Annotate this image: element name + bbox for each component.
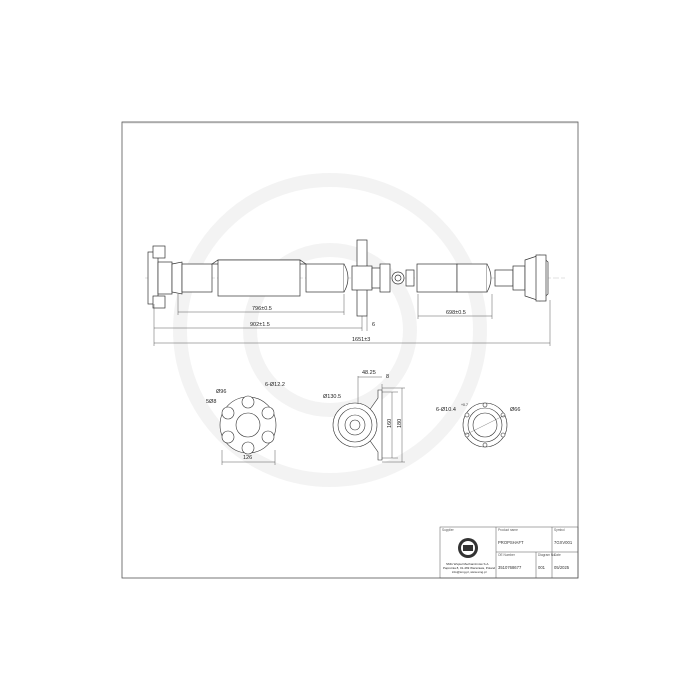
company-line-3: info@smg.pl, www.smg.pl — [452, 570, 487, 574]
date-label: Date — [554, 553, 561, 557]
company-line-1: SMG Wspiel Mechanizmów S.A. — [446, 562, 489, 566]
dim-front-pilot: 5Ø8 — [206, 399, 216, 405]
oe-label: OE Number — [498, 553, 516, 557]
product-name: PROPSHAFT — [498, 540, 524, 545]
watermark-gear — [173, 173, 487, 487]
propshaft-side-view — [145, 239, 565, 317]
front-flange-view — [219, 395, 277, 465]
diagram-label: Diagram No. — [538, 553, 556, 557]
dim-front-tube: 796±0.5 — [252, 306, 272, 312]
dim-front-section: 902±1.5 — [250, 322, 270, 328]
supplier-label: Supplier — [442, 528, 455, 532]
dim-rear-tolerance: +0.7 — [461, 403, 468, 407]
dim-bearing-hole-spacing: 160 — [387, 419, 393, 428]
dim-bearing-offset: 6 — [372, 322, 375, 328]
product-name-label: Product name — [498, 528, 518, 532]
dim-front-holes: 6-Ø12.2 — [265, 382, 285, 388]
oe-number: 3510768677 — [498, 565, 522, 570]
title-block — [439, 526, 579, 579]
company-line-2: Paprotnia 8, 01-469 Warszawa, Poland — [443, 566, 495, 570]
dim-bearing-height: 180 — [397, 419, 403, 428]
symbol: 7GXV001 — [554, 540, 573, 545]
dim-rear-tube: 698±0.5 — [446, 310, 466, 316]
dim-front-width: 126 — [243, 455, 252, 461]
dim-front-pcd: Ø96 — [216, 389, 226, 395]
drawing-frame — [121, 121, 579, 579]
symbol-label: Symbol — [554, 528, 565, 532]
company-logo — [458, 538, 478, 558]
dim-rear-holes: 6-Ø10.4 — [436, 407, 456, 413]
dim-bearing-thickness: 8 — [386, 374, 389, 380]
dim-bearing-offset-48: 48.25 — [362, 370, 376, 376]
diagram-no: 001 — [538, 565, 546, 570]
dim-bearing-diameter: Ø130.5 — [323, 394, 341, 400]
dim-overall: 1651±3 — [352, 337, 370, 343]
rear-flange-view — [462, 402, 508, 448]
center-bearing-view — [332, 376, 405, 463]
shaft-dimensions — [153, 294, 551, 346]
dim-rear-diameter: Ø66 — [510, 407, 520, 413]
date: 05/2025 — [554, 565, 570, 570]
